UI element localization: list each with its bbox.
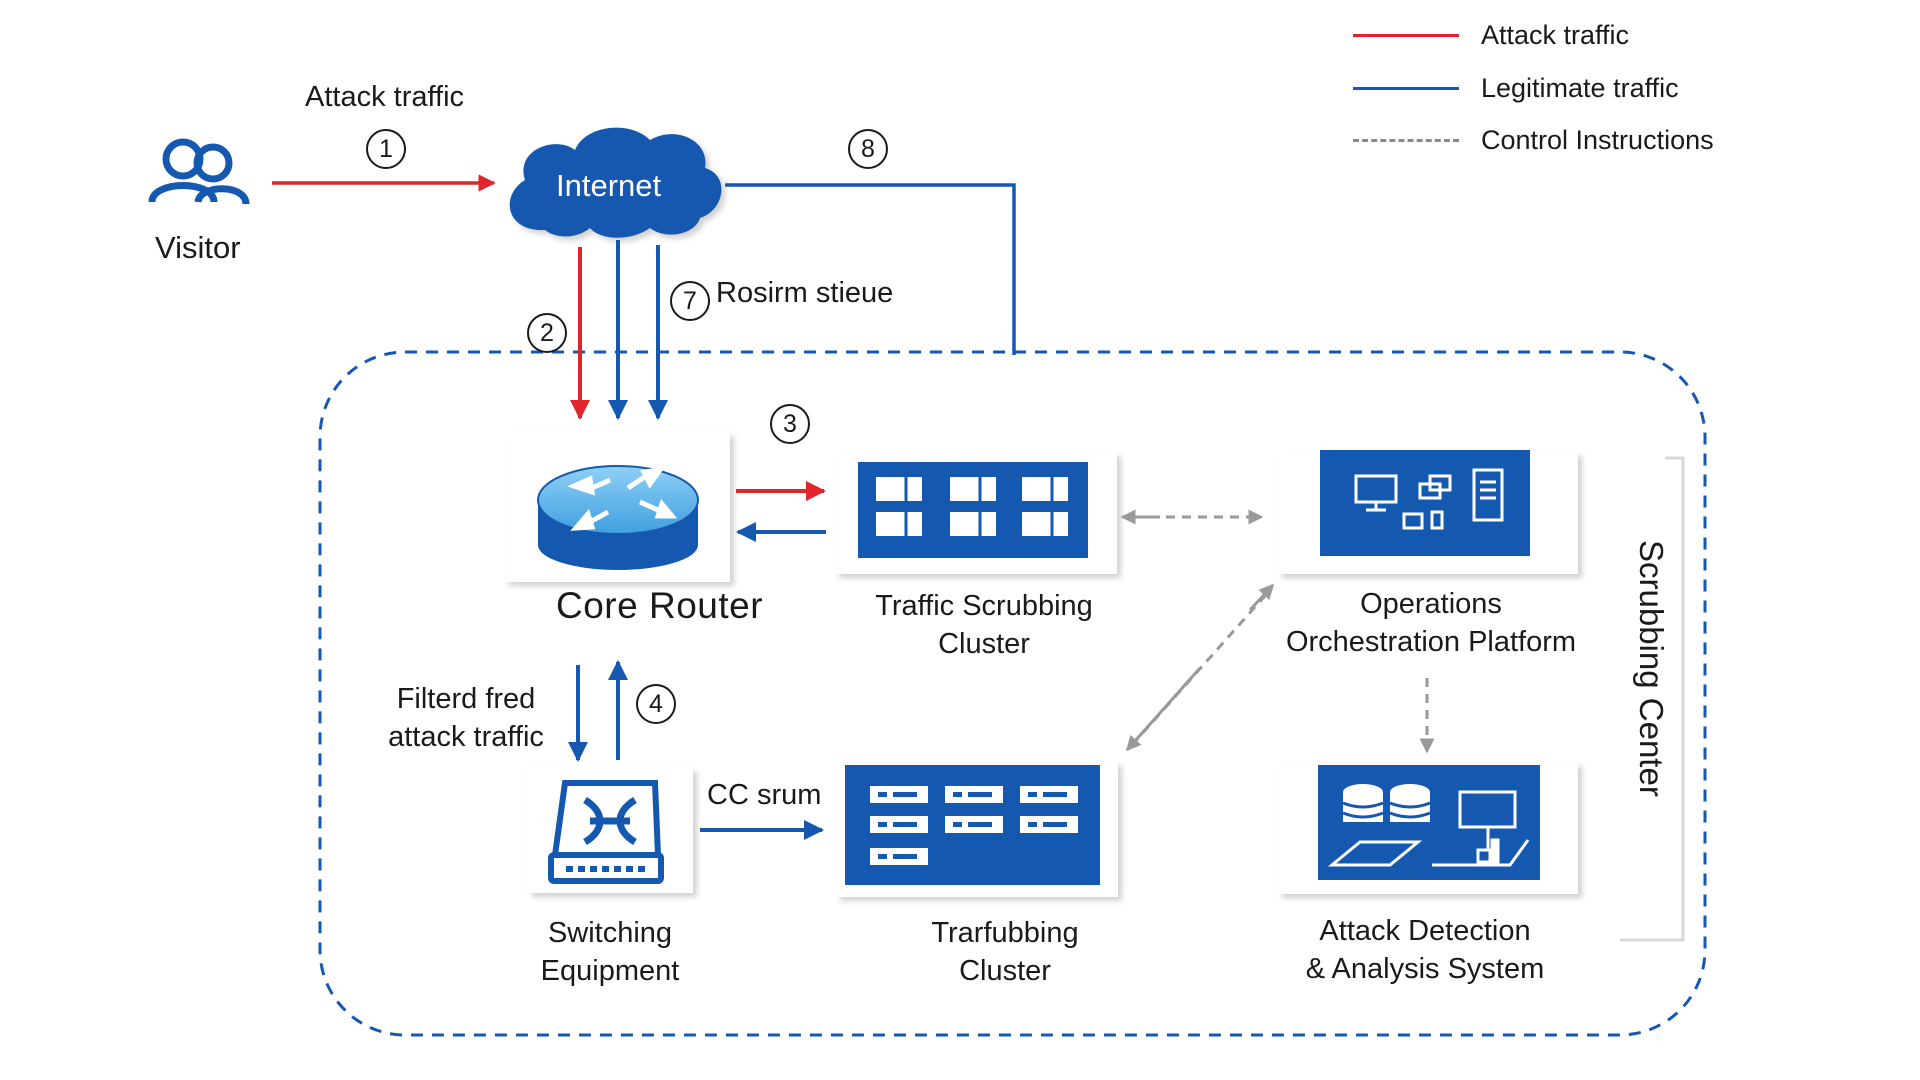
visitor-icon (148, 138, 250, 205)
legend-legit: Legitimate traffic (1353, 73, 1679, 104)
control-arrow-to-ops (1248, 583, 1275, 612)
scrubbing-center-boundary (318, 350, 1707, 1037)
switching-label: Switching Equipment (540, 917, 680, 987)
legend-attack: Attack traffic (1353, 20, 1629, 51)
internet-label: Internet (556, 168, 662, 203)
legend-attack-swatch (1353, 34, 1459, 37)
step-3-badge: 3 (770, 404, 810, 444)
edge-label-attack-traffic: Attack traffic (305, 81, 465, 113)
legend-control-label: Control Instructions (1481, 125, 1714, 155)
trarfubbing-cluster-icon (836, 762, 1118, 897)
legit-return-path-8 (725, 183, 1016, 355)
attack-detection-label: Attack Detection & Analysis System (1305, 915, 1545, 985)
step-2-badge: 2 (527, 313, 567, 353)
legend-legit-swatch (1353, 87, 1459, 90)
scrubbing-center-label: Scrubbing Center (1633, 540, 1670, 797)
legend-control-swatch (1353, 139, 1459, 142)
step-1-badge: 1 (366, 129, 406, 169)
ops-platform-label: Operations Orchestration Platform (1285, 588, 1577, 658)
step-4-badge: 4 (636, 684, 676, 724)
step-8-badge: 8 (848, 129, 888, 169)
attack-detection-icon (1278, 762, 1578, 894)
control-arrow-to-scrub2 (1125, 667, 1202, 752)
scrub-cluster-1-label: Traffic Scrubbing Cluster (875, 590, 1093, 660)
internet-cloud (509, 127, 722, 238)
visitor-label: Visitor (155, 230, 241, 265)
edge-label-rosirm: Rosirm stieue (716, 277, 894, 309)
scrubbing-center-bracket (1620, 456, 1685, 942)
scrub-cluster-2-label: Trarfubbing Cluster (931, 917, 1079, 987)
switching-equipment-icon (528, 768, 693, 893)
traffic-scrubbing-cluster-icon (835, 452, 1117, 574)
legend-legit-label: Legitimate traffic (1481, 73, 1679, 103)
core-router-icon (505, 432, 730, 582)
step-7-badge: 7 (670, 281, 710, 321)
edge-label-filtered: Filterd fred attack traffic (388, 683, 544, 753)
ops-platform-icon (1278, 450, 1578, 574)
edge-label-cc-srum: CC srum (707, 779, 822, 811)
core-router-label: Core Router (556, 585, 764, 626)
legend-attack-label: Attack traffic (1481, 20, 1630, 50)
legend-control: Control Instructions (1353, 125, 1714, 156)
